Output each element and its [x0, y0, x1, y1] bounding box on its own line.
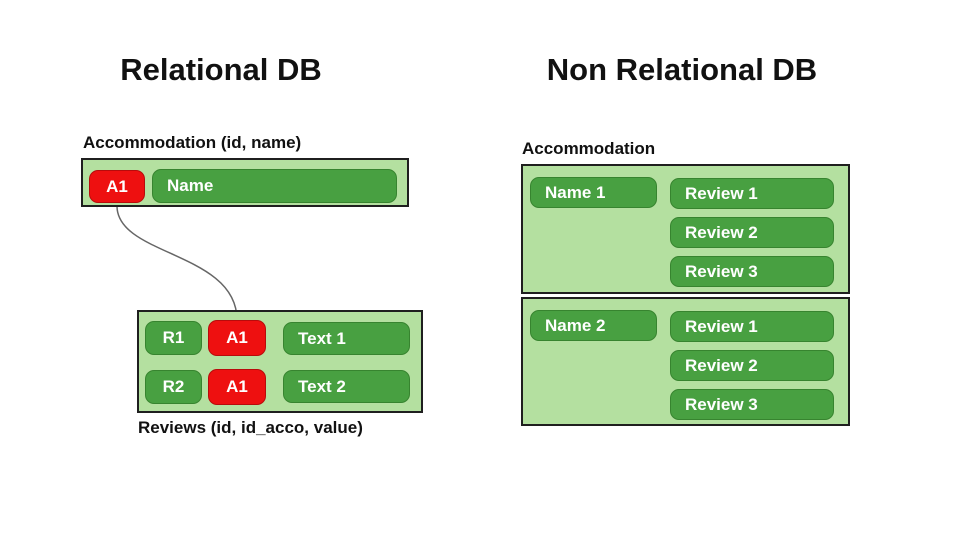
document2-review1-field: Review 1	[670, 311, 834, 342]
review-row1-foreign-key-cell: A1	[208, 320, 266, 356]
reviews-table: R1 A1 Text 1 R2 A1 Text 2	[137, 310, 423, 413]
accommodation-table: A1 Name	[81, 158, 409, 207]
review-row2-foreign-key-cell: A1	[208, 369, 266, 405]
left-panel-title: Relational DB	[120, 52, 322, 87]
right-panel-title: Non Relational DB	[546, 52, 818, 87]
accommodation-name-cell: Name	[152, 169, 397, 203]
reviews-table-label: Reviews (id, id_acco, value)	[138, 418, 363, 437]
document2-review2-field: Review 2	[670, 350, 834, 381]
document2-name-field: Name 2	[530, 310, 657, 341]
review-row1-value-cell: Text 1	[283, 322, 410, 355]
review-row2-id-cell: R2	[145, 370, 202, 404]
nonrel-collection-label: Accommodation	[522, 139, 656, 158]
accommodation-id-cell: A1	[89, 170, 145, 203]
document2-review3-field: Review 3	[670, 389, 834, 420]
connector-curve-icon	[116, 205, 238, 321]
review-row2-value-cell: Text 2	[283, 370, 410, 403]
document1-name-field: Name 1	[530, 177, 657, 208]
document-card-1: Name 1 Review 1 Review 2 Review 3	[521, 164, 850, 294]
document1-review3-field: Review 3	[670, 256, 834, 287]
review-row1-id-cell: R1	[145, 321, 202, 355]
document1-review1-field: Review 1	[670, 178, 834, 209]
accommodation-table-label: Accommodation (id, name)	[83, 133, 302, 152]
document-card-2: Name 2 Review 1 Review 2 Review 3	[521, 297, 850, 426]
document1-review2-field: Review 2	[670, 217, 834, 248]
